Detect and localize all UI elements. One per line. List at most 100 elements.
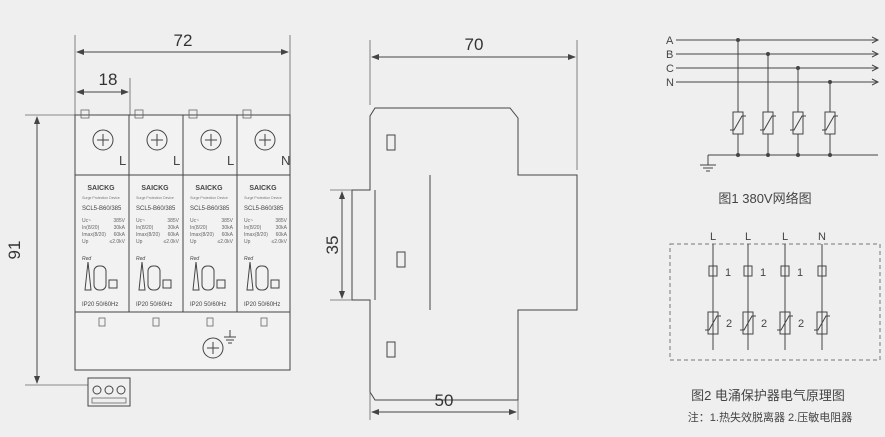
terminal-label: L	[119, 153, 126, 168]
indicator-box	[270, 279, 280, 289]
spec-value: ≤2.0kV	[163, 239, 179, 245]
bottom-tab	[98, 317, 106, 327]
bottom-connector	[87, 377, 131, 407]
spec-value: 60kA	[114, 232, 126, 238]
varistor-slash	[814, 315, 830, 331]
spec-name: Uc~	[244, 218, 253, 224]
module-model: SCL5-B60/385	[136, 206, 176, 212]
indicator-icon	[246, 261, 254, 291]
module-model: SCL5-B60/385	[190, 206, 230, 212]
top-tab	[134, 109, 144, 119]
varistor-label: 2	[726, 318, 732, 330]
bottom-tab	[152, 317, 160, 327]
bottom-dimension: 50	[435, 391, 454, 410]
spec-name: Imax(8/20)	[190, 232, 214, 238]
varistor-label: 2	[798, 318, 804, 330]
ground-screw	[202, 330, 236, 359]
spec-name: In(8/20)	[136, 225, 154, 231]
spec-value: 60kA	[276, 232, 288, 238]
spec-value: 60kA	[222, 232, 234, 238]
module-subtitle: Surge Protection Device	[244, 196, 282, 200]
side-view: 70 35 50	[323, 35, 578, 420]
line-label: N	[666, 77, 674, 89]
terminal-label: L	[227, 153, 234, 168]
spec-name: Up	[82, 239, 89, 245]
terminal-label: L	[782, 231, 788, 243]
arrow-icon	[871, 64, 880, 72]
indicator-icon	[138, 261, 146, 291]
fig1-caption: 图1 380V网络图	[718, 191, 811, 206]
terminal-screw-icon	[254, 129, 276, 151]
spec-name: Uc~	[190, 218, 199, 224]
thermal-disconnector-icon	[708, 265, 718, 277]
spec-name: Up	[190, 239, 197, 245]
varistor-icon	[779, 311, 791, 335]
thermal-disconnector-icon	[817, 265, 827, 277]
thermal-disconnector-icon	[743, 265, 753, 277]
spec-value: 30kA	[114, 225, 126, 231]
module-footer: IP20 50/60Hz	[244, 302, 280, 308]
terminal-label: N	[281, 153, 290, 168]
module-brand: SAICKG	[87, 185, 115, 192]
indicator-icon	[192, 261, 200, 291]
indicator-label: Red	[82, 256, 91, 262]
spec-name: Imax(8/20)	[244, 232, 268, 238]
terminal-screw-icon	[200, 129, 222, 151]
varistor-slash	[705, 315, 721, 331]
bottom-tab	[260, 317, 268, 327]
spec-name: Uc~	[82, 218, 91, 224]
fuse-label: 1	[725, 267, 731, 279]
varistor-slash	[777, 315, 793, 331]
spec-value: 385V	[167, 218, 179, 224]
spec-value: 60kA	[168, 232, 180, 238]
spec-value: ≤2.0kV	[109, 239, 125, 245]
spec-value: 30kA	[168, 225, 180, 231]
indicator-box	[216, 279, 226, 289]
line-label: C	[666, 63, 674, 75]
spec-value: ≤2.0kV	[271, 239, 287, 245]
top-tab	[242, 109, 252, 119]
depth-dimension: 70	[465, 35, 484, 54]
module-subtitle: Surge Protection Device	[136, 196, 174, 200]
indicator-window	[93, 265, 107, 291]
spec-value: 385V	[221, 218, 233, 224]
module-brand: SAICKG	[249, 185, 277, 192]
spec-name: In(8/20)	[244, 225, 262, 231]
fuse-label: 1	[797, 267, 803, 279]
module-width-dimension: 18	[99, 70, 118, 89]
spec-name: In(8/20)	[190, 225, 208, 231]
fig2-note: 注：1.热失效脱离器 2.压敏电阻器	[688, 410, 852, 424]
spec-value: 385V	[113, 218, 125, 224]
terminal-label: L	[710, 231, 716, 243]
indicator-label: Red	[190, 256, 199, 262]
module-subtitle: Surge Protection Device	[82, 196, 120, 200]
terminal-label: L	[745, 231, 751, 243]
indicator-window	[201, 265, 215, 291]
top-tab	[80, 109, 90, 119]
indicator-box	[108, 279, 118, 289]
terminal-screw-icon	[92, 129, 114, 151]
terminal-screw-icon	[146, 129, 168, 151]
indicator-window	[255, 265, 269, 291]
terminal-label: L	[173, 153, 180, 168]
varistor-slash	[760, 115, 776, 131]
varistor-icon	[742, 311, 754, 335]
module-footer: IP20 50/60Hz	[190, 302, 226, 308]
line-label: B	[666, 49, 673, 61]
spec-name: Up	[244, 239, 251, 245]
indicator-icon	[84, 261, 92, 291]
fig2-schematic: 图2 电涌保护器电气原理图 注：1.热失效脱离器 2.压敏电阻器 L12L12L…	[669, 231, 881, 424]
indicator-label: Red	[244, 256, 253, 262]
bottom-tab	[206, 317, 214, 327]
indicator-box	[162, 279, 172, 289]
varistor-label: 2	[761, 318, 767, 330]
line-label: A	[666, 35, 674, 47]
module-footer: IP20 50/60Hz	[82, 302, 118, 308]
rail-dimension: 35	[323, 236, 342, 255]
